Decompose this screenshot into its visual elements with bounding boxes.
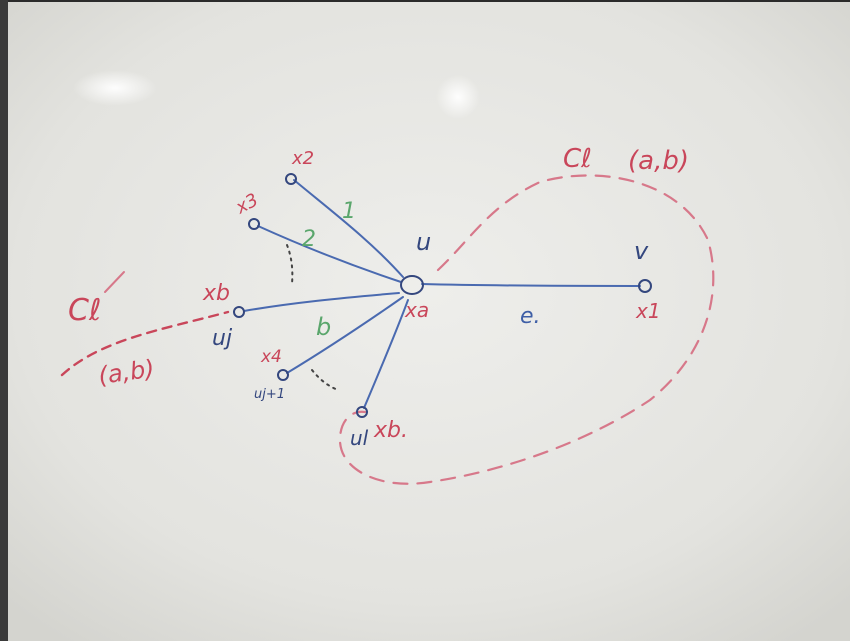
edge-u-uj1 [286, 296, 404, 374]
label-edge-2: 2 [302, 227, 316, 252]
label-xb-left: xb [202, 281, 230, 306]
cycle-curve-left [60, 310, 230, 377]
label-ul: ul [350, 426, 369, 450]
vertex-uj [233, 306, 245, 318]
label-uj: uj [212, 326, 233, 351]
glare-left [73, 70, 157, 106]
label-ab-right: (a,b) [628, 146, 689, 176]
cycle-left-tick [104, 271, 125, 293]
edge-u-uj [243, 292, 400, 312]
vertex-x2 [285, 173, 297, 185]
vertex-u [400, 275, 424, 295]
vertex-ul [356, 406, 368, 418]
label-x4: x4 [260, 347, 282, 367]
vertex-x3 [248, 218, 260, 230]
label-uj1: uj+1 [254, 387, 285, 402]
label-xb-bottom: xb. [373, 418, 408, 443]
label-v: v [634, 237, 649, 265]
vertex-v [638, 279, 652, 293]
edge-u-ul [363, 299, 409, 409]
edge-u-x3 [257, 225, 402, 283]
ellipsis-lower [311, 369, 339, 391]
label-edge-1: 1 [342, 199, 356, 224]
label-e: e. [520, 304, 541, 329]
label-x1: x1 [635, 299, 661, 323]
label-x2: x2 [291, 148, 314, 169]
label-cl-left: Cℓ [68, 293, 101, 328]
label-u: u [416, 228, 431, 256]
label-xa: xa [404, 298, 429, 322]
board-surface [6, 2, 850, 641]
label-edge-b: b [316, 313, 331, 341]
cycle-curve-right [338, 174, 715, 485]
glare-right [436, 75, 480, 119]
label-cl-right: Cℓ [563, 144, 592, 174]
edge-u-v [421, 283, 641, 287]
vertex-uj1 [277, 369, 289, 381]
ellipsis-upper [286, 244, 294, 285]
edge-u-x2 [293, 179, 404, 278]
board-left-frame [0, 0, 8, 641]
